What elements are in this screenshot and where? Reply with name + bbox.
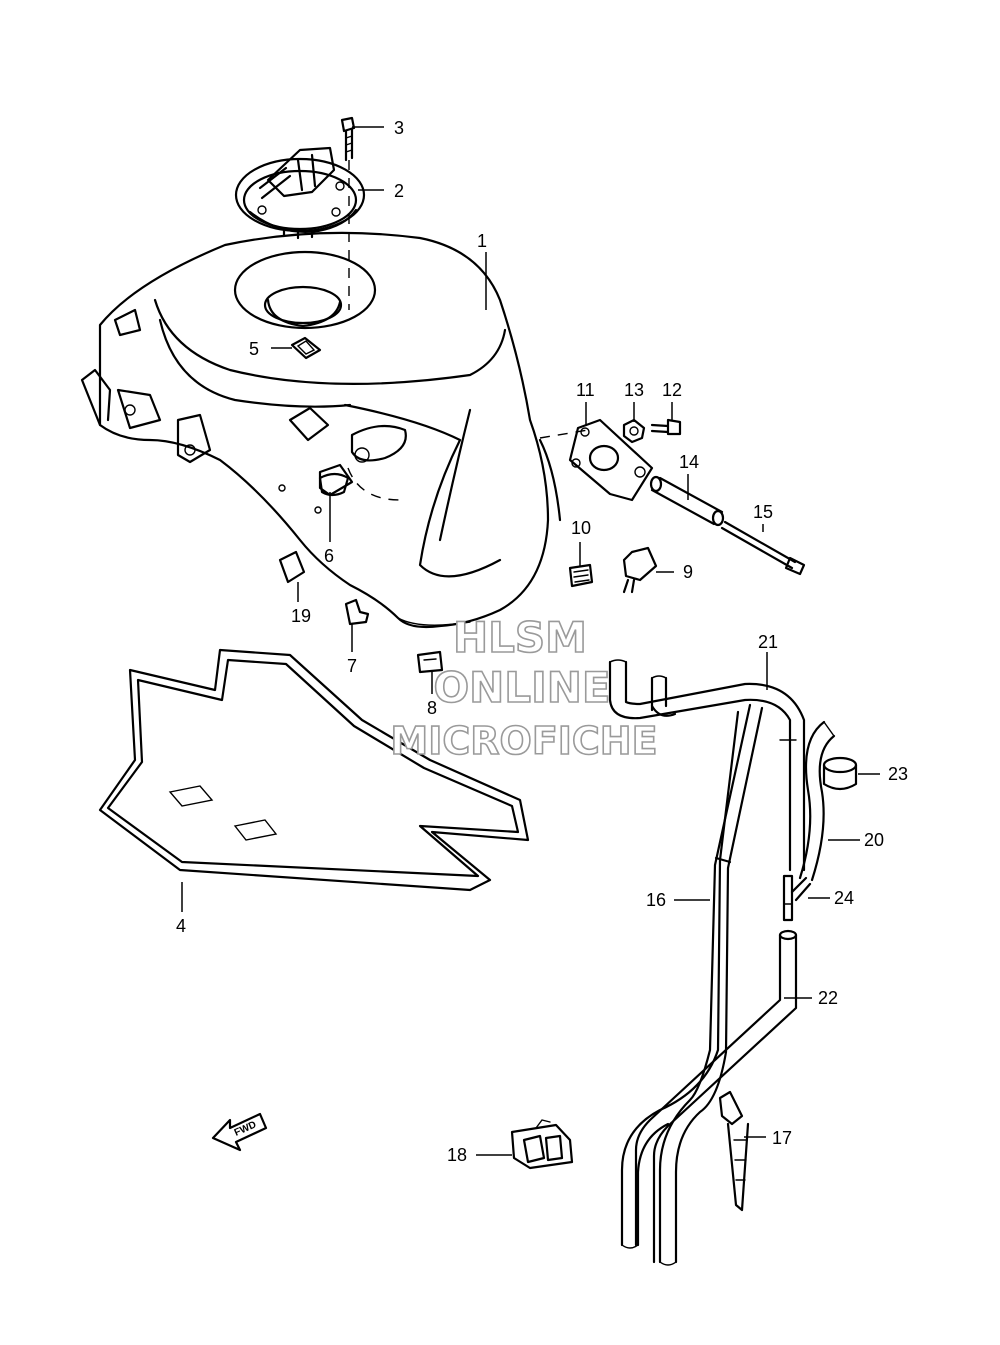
part-17-cable-tie[interactable] xyxy=(718,1090,750,1212)
callout-11: 11 xyxy=(576,380,595,400)
callout-labels: 1 2 3 4 5 6 7 8 9 10 11 12 13 14 15 16 1… xyxy=(176,118,908,1165)
part-4-heat-shield[interactable] xyxy=(98,648,530,892)
part-8-grommet[interactable] xyxy=(416,650,444,674)
callout-14: 14 xyxy=(679,452,699,472)
callout-9: 9 xyxy=(683,562,693,582)
callout-10: 10 xyxy=(571,518,591,538)
watermark-line-2: ONLINE xyxy=(433,663,610,712)
watermark: HLSM ONLINE MICROFICHE xyxy=(390,612,659,764)
callout-17: 17 xyxy=(772,1128,792,1148)
callout-1: 1 xyxy=(477,231,487,251)
part-16-hose-b[interactable] xyxy=(620,710,740,1249)
callout-23: 23 xyxy=(888,764,908,784)
callout-8: 8 xyxy=(427,698,437,718)
part-9-mount[interactable] xyxy=(622,546,658,594)
fwd-label: FWD xyxy=(233,1119,258,1138)
part-11-bracket[interactable] xyxy=(568,418,654,502)
part-14-collar[interactable] xyxy=(649,475,725,527)
callout-2: 2 xyxy=(394,181,404,201)
part-16-hose[interactable] xyxy=(658,703,764,1266)
part-6-cushion[interactable] xyxy=(318,472,350,497)
callout-13: 13 xyxy=(624,380,644,400)
callout-21: 21 xyxy=(758,632,778,652)
part-15-long-bolt[interactable] xyxy=(720,520,806,576)
part-23-collar[interactable] xyxy=(822,756,858,791)
callout-3: 3 xyxy=(394,118,404,138)
part-10-damper[interactable] xyxy=(568,563,594,588)
part-22-hose[interactable] xyxy=(634,929,798,1264)
assembly-line-11 xyxy=(539,429,589,439)
part-18-clamp[interactable] xyxy=(510,1119,574,1170)
part-2-fuel-pump[interactable] xyxy=(234,146,366,240)
fwd-arrow-icon: FWD xyxy=(211,1112,268,1152)
leader-lines xyxy=(181,126,880,1156)
part-21-hose[interactable] xyxy=(608,659,806,872)
part-7-clip[interactable] xyxy=(344,598,370,626)
part-13-nut[interactable] xyxy=(622,418,646,444)
callout-4: 4 xyxy=(176,916,186,936)
part-19-cushion[interactable] xyxy=(278,550,306,584)
callout-18: 18 xyxy=(447,1145,467,1165)
part-24-joint[interactable] xyxy=(782,874,812,922)
part-12-bolt[interactable] xyxy=(650,418,682,436)
callout-15: 15 xyxy=(753,502,773,522)
callout-22: 22 xyxy=(818,988,838,1008)
callout-20: 20 xyxy=(864,830,884,850)
callout-6: 6 xyxy=(324,546,334,566)
part-3-screw[interactable] xyxy=(340,116,356,162)
part-20-hose[interactable] xyxy=(798,720,836,882)
callout-24: 24 xyxy=(834,888,854,908)
callout-12: 12 xyxy=(662,380,682,400)
callout-5: 5 xyxy=(249,339,259,359)
watermark-line-1: HLSM xyxy=(453,613,587,662)
callout-7: 7 xyxy=(347,656,357,676)
watermark-line-3: MICROFICHE xyxy=(390,719,657,763)
callout-19: 19 xyxy=(291,606,311,626)
part-5-label[interactable] xyxy=(290,336,322,360)
part-1-fuel-tank[interactable] xyxy=(80,231,562,629)
callout-16: 16 xyxy=(646,890,666,910)
assembly-line-6 xyxy=(347,467,401,501)
